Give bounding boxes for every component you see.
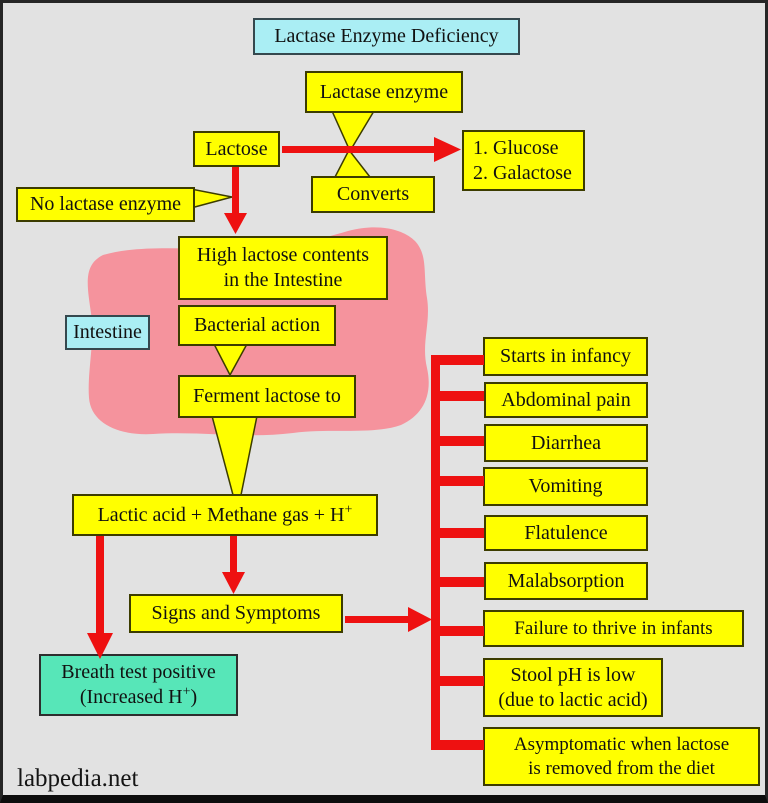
breath-test-text: Breath test positive (Increased H+) xyxy=(61,660,215,710)
symptom-box-starts-in-infancy: Starts in infancy xyxy=(483,337,648,376)
lactase-enzyme-box: Lactase enzyme xyxy=(305,71,463,113)
breath-line2-pre: (Increased H xyxy=(79,686,183,708)
symptom-text: Stool pH is low (due to lactic acid) xyxy=(498,663,647,713)
bacterial-action-box: Bacterial action xyxy=(178,305,336,346)
products-item-glucose: 1. Glucose xyxy=(473,136,559,159)
lactic-acid-sup: + xyxy=(344,501,353,517)
breath-line2-sup: + xyxy=(182,684,191,700)
symptom-text: Asymptomatic when lactose is removed fro… xyxy=(514,733,729,781)
symptom-line2: (due to lactic acid) xyxy=(498,688,648,711)
lactose-label: Lactose xyxy=(205,137,268,160)
symptom-line1: Asymptomatic when lactose xyxy=(513,733,730,755)
converts-pointer xyxy=(333,148,372,178)
no-lactase-box: No lactase enzyme xyxy=(16,187,195,222)
breath-test-line2: (Increased H+) xyxy=(61,685,215,710)
signs-symptoms-box: Signs and Symptoms xyxy=(129,594,343,633)
no-lactase-pointer xyxy=(190,188,233,209)
lactase-enzyme-pointer xyxy=(330,110,376,153)
breath-test-box: Breath test positive (Increased H+) xyxy=(39,654,238,716)
symptom-label: Vomiting xyxy=(528,475,603,497)
ferment-label: Ferment lactose to xyxy=(193,385,341,407)
ferment-box: Ferment lactose to xyxy=(178,375,356,418)
symptom-box-asymptomatic: Asymptomatic when lactose is removed fro… xyxy=(483,727,760,786)
products-list: 1. Glucose 2. Galactose xyxy=(473,136,572,186)
symptom-box-diarrhea: Diarrhea xyxy=(484,424,648,462)
signs-symptoms-label: Signs and Symptoms xyxy=(151,602,321,624)
high-lactose-text: High lactose contents in the Intestine xyxy=(197,243,369,293)
symptom-label: Diarrhea xyxy=(531,431,601,454)
symptom-label: Failure to thrive in infants xyxy=(514,617,713,639)
title-label: Lactase Enzyme Deficiency xyxy=(274,25,499,47)
high-lactose-line1: High lactose contents xyxy=(196,244,370,266)
ferment-pointer xyxy=(211,415,258,496)
watermark: labpedia.net xyxy=(17,765,139,792)
lactic-acid-label: Lactic acid + Methane gas + H+ xyxy=(97,501,353,528)
symptom-label: Abdominal pain xyxy=(501,388,631,411)
products-item-galactose: 2. Galactose xyxy=(473,161,572,184)
symptom-label: Starts in infancy xyxy=(499,345,632,367)
converts-label: Converts xyxy=(336,183,410,205)
high-lactose-box: High lactose contents in the Intestine xyxy=(178,236,388,300)
title-box: Lactase Enzyme Deficiency xyxy=(253,18,520,55)
lactic-acid-box: Lactic acid + Methane gas + H+ xyxy=(72,494,378,536)
no-lactase-label: No lactase enzyme xyxy=(29,193,182,215)
symptom-label: Malabsorption xyxy=(507,569,625,592)
symptom-box-stool-ph: Stool pH is low (due to lactic acid) xyxy=(483,658,663,717)
intestine-label-box: Intestine xyxy=(65,315,150,350)
symptom-label: Flatulence xyxy=(524,521,608,544)
symptom-box-failure-to-thrive: Failure to thrive in infants xyxy=(483,610,744,647)
breath-test-line1: Breath test positive xyxy=(61,661,216,683)
symptom-box-malabsorption: Malabsorption xyxy=(484,562,648,600)
symptom-line2: is removed from the diet xyxy=(528,757,715,779)
products-box: 1. Glucose 2. Galactose xyxy=(462,130,585,191)
bacterial-action-label: Bacterial action xyxy=(193,314,321,336)
lactic-acid-text: Lactic acid + Methane gas + H xyxy=(97,503,345,526)
breath-line2-post: ) xyxy=(190,686,198,708)
intestine-label: Intestine xyxy=(73,321,142,343)
symptom-line1: Stool pH is low xyxy=(510,663,636,686)
high-lactose-line2: in the Intestine xyxy=(223,269,343,291)
symptom-box-vomiting: Vomiting xyxy=(483,467,648,506)
converts-box: Converts xyxy=(311,176,435,213)
lactose-box: Lactose xyxy=(193,131,280,167)
symptom-box-abdominal-pain: Abdominal pain xyxy=(484,382,648,418)
lactase-enzyme-label: Lactase enzyme xyxy=(319,80,449,103)
symptom-box-flatulence: Flatulence xyxy=(484,515,648,551)
